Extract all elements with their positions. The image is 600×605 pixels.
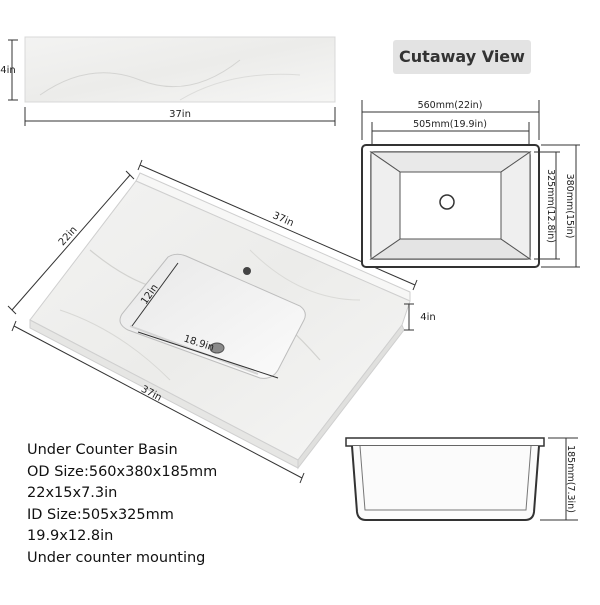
spec-line: Under counter mounting (27, 549, 206, 566)
drain-icon (439, 194, 455, 210)
basin-floor (399, 171, 502, 240)
inner-depth-label: 325mm(12.8in) (545, 169, 556, 243)
cutaway-top-view: 560mm(22in) 505mm(19.9in) 325mm(12.8in) … (361, 100, 580, 268)
dimension-line (11, 174, 131, 311)
marble-vein (179, 73, 301, 101)
dimension-tick (11, 320, 17, 332)
cutaway-title-badge: Cutaway View (393, 40, 531, 74)
basin-body (351, 445, 540, 521)
spec-line: 22x15x7.3in (27, 485, 118, 502)
basin-inner-wall (359, 445, 532, 511)
spec-line: OD Size:560x380x185mm (27, 463, 218, 480)
outer-width-label: 560mm(22in) (418, 100, 483, 111)
dimension-tick (7, 305, 17, 315)
inner-width-label: 505mm(19.9in) (413, 119, 487, 130)
backsplash-panel (24, 36, 336, 103)
cutaway-side-view: 185mm(7.3in) (345, 437, 578, 521)
backsplash-height-label: 4in (0, 65, 15, 76)
marble-vein (249, 249, 361, 301)
dimension-tick (137, 159, 143, 171)
cutaway-title: Cutaway View (399, 47, 525, 66)
countertop-splash-height-label: 4in (420, 312, 435, 323)
spec-line: Under Counter Basin (27, 442, 178, 458)
marble-vein (39, 59, 241, 96)
dimension-tick (125, 170, 135, 180)
dimension-tick (412, 279, 418, 291)
side-height-label: 185mm(7.3in) (565, 445, 576, 513)
countertop-back-width-label: 37in (271, 210, 295, 229)
backsplash-width-label: 37in (169, 109, 191, 120)
dimension-line (13, 325, 303, 479)
outer-depth-label: 380mm(15in) (564, 174, 575, 239)
spec-line: ID Size:505x325mm (27, 506, 174, 523)
drain-icon (209, 342, 225, 354)
spec-line: 19.9x12.8in (27, 528, 114, 545)
dimension-line (137, 331, 279, 379)
faucet-hole-icon (243, 267, 251, 275)
dimension-line (131, 262, 179, 327)
dimension-tick (299, 472, 305, 484)
spec-list: Under Counter Basin OD Size:560x380x185m… (27, 440, 327, 570)
backsplash-view: 4in 37in (0, 36, 336, 126)
basin-flange (345, 437, 545, 447)
basin-opening (119, 253, 306, 379)
countertop-view: 12in 18.9in 22in 37in 37in 4in (7, 159, 436, 484)
marble-vein (59, 309, 171, 381)
